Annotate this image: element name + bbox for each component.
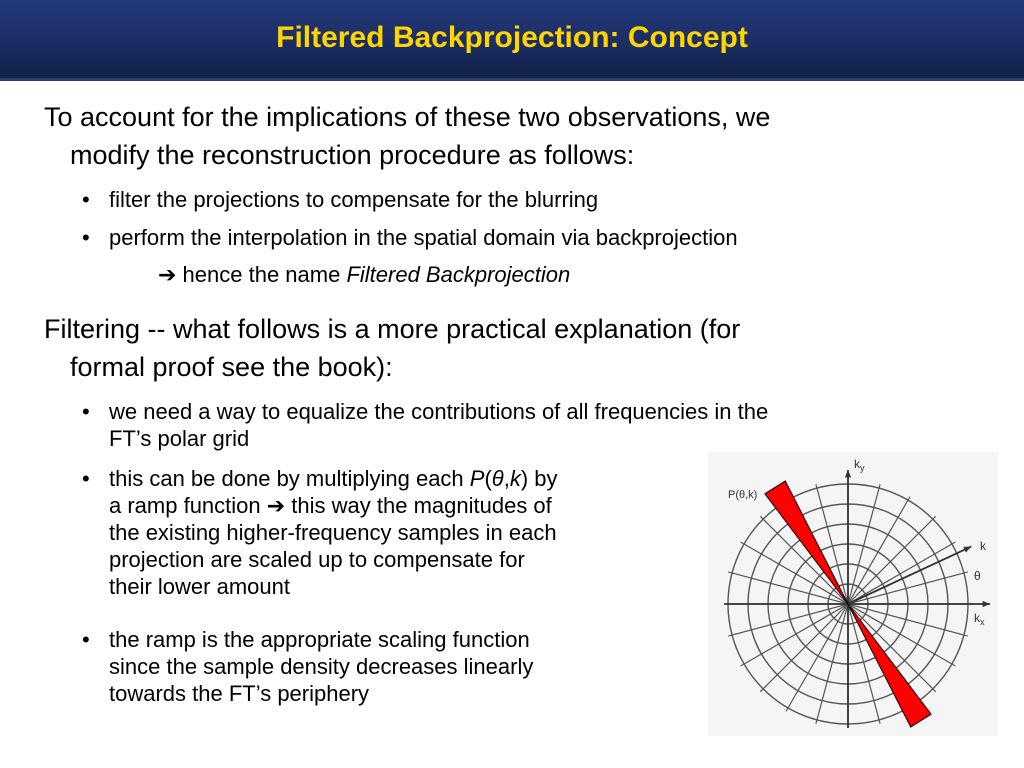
bullet-text: the existing higher-frequency samples in… — [109, 520, 557, 545]
kx-axis-label: kx — [974, 611, 985, 627]
bullet-filter-projections: • filter the projections to compensate f… — [82, 186, 598, 213]
bullet-text: we need a way to equalize the contributi… — [109, 399, 769, 424]
paragraph-observations: To account for the implications of these… — [44, 98, 989, 174]
polar-grid — [724, 470, 990, 728]
hence-emphasis: Filtered Backprojection — [346, 262, 571, 287]
bullet-text: filter the projections to compensate for… — [109, 187, 599, 212]
ky-axis-label: ky — [854, 457, 865, 473]
k-axis-arrowhead — [963, 546, 972, 553]
paragraph-line: formal proof see the book): — [70, 352, 393, 382]
symbol-k: k — [509, 466, 521, 491]
slide-title: Filtered Backprojection: Concept — [276, 21, 748, 54]
ky-axis-arrowhead — [844, 470, 852, 478]
bullet-text: the ramp is the appropriate scaling func… — [109, 627, 530, 652]
k-axis-label: k — [980, 539, 987, 553]
polar-grid-svg: ky kx k θ P(θ,k) — [724, 457, 990, 728]
p-theta-k-label: P(θ,k) — [728, 489, 757, 501]
hence-prefix: hence the name — [176, 262, 347, 287]
polar-grid-figure: ky kx k θ P(θ,k) — [708, 452, 998, 736]
bullet-text: FT’s polar grid — [109, 426, 250, 451]
bullet-interpolation: • perform the interpolation in the spati… — [82, 224, 738, 251]
bullet-text: a ramp function ➔ this way the magnitude… — [109, 493, 552, 518]
bullet-equalize: • we need a way to equalize the contribu… — [82, 398, 982, 452]
ramp-wedge-lower — [847, 603, 932, 728]
bullet-text: their lower amount — [109, 574, 290, 599]
paragraph-line: To account for the implications of these… — [44, 102, 771, 132]
bullet-text: towards the FT’s periphery — [109, 681, 370, 706]
kx-axis-arrowhead — [982, 600, 990, 608]
arrow-icon: ➔ — [158, 262, 177, 287]
bullet-dot: • — [82, 225, 90, 250]
bullet-ramp-scaling: • the ramp is the appropriate scaling fu… — [82, 626, 702, 707]
bullet-text: projection are scaled up to compensate f… — [109, 547, 525, 572]
paragraph-filtering: Filtering -- what follows is a more prac… — [44, 310, 989, 386]
k-axis — [847, 545, 972, 605]
bullet-dot: • — [82, 627, 90, 652]
paragraph-line: modify the reconstruction procedure as f… — [70, 140, 635, 170]
bullet-ramp-multiply: • this can be done by multiplying each P… — [82, 465, 702, 600]
ramp-wedge-upper — [764, 480, 849, 605]
theta-label: θ — [974, 569, 981, 583]
bullet-dot: • — [82, 399, 90, 424]
arrow-icon: ➔ — [266, 493, 286, 518]
bullet-text: since the sample density decreases linea… — [109, 654, 534, 679]
bullet-text: this can be done by multiplying each P(θ… — [109, 466, 558, 491]
bullet-dot: • — [82, 466, 90, 491]
bullet-dot: • — [82, 187, 90, 212]
hence-line: ➔ hence the name Filtered Backprojection — [158, 260, 570, 290]
symbol-theta: θ — [491, 466, 504, 491]
symbol-P: P — [469, 466, 485, 491]
bullet-text: perform the interpolation in the spatial… — [109, 225, 738, 250]
paragraph-line: Filtering -- what follows is a more prac… — [44, 314, 741, 344]
title-bar: Filtered Backprojection: Concept — [0, 0, 1024, 81]
